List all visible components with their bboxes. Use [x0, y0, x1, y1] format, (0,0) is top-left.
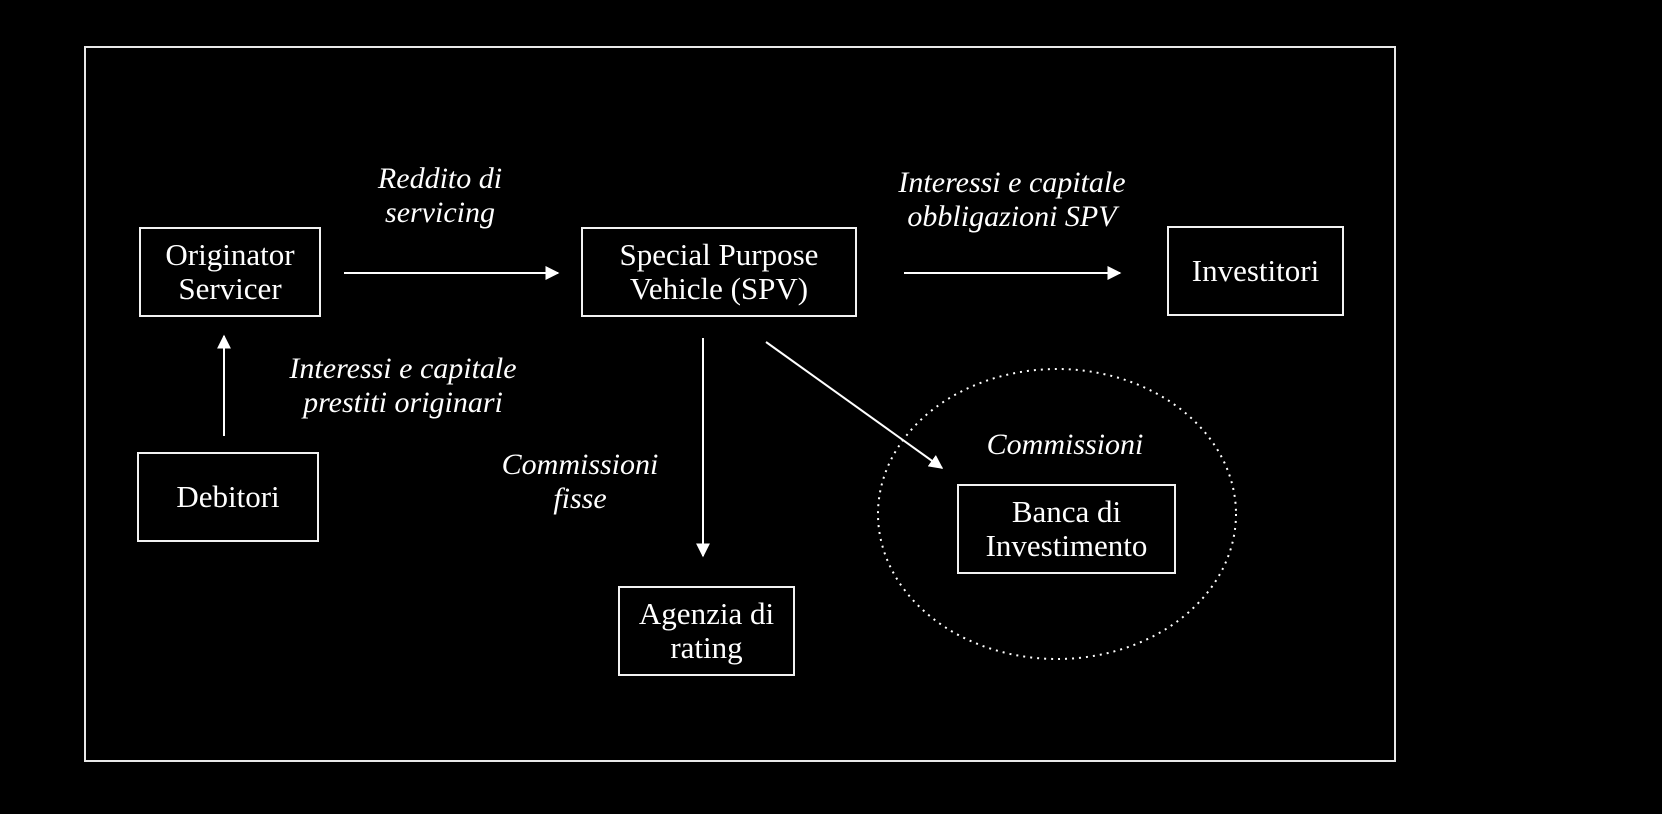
banca-dotted-circle: [877, 368, 1237, 660]
agenzia-label-line2: rating: [670, 630, 743, 665]
label-commissioni-fisse: Commissioni fisse: [480, 448, 680, 516]
banca-label-line1: Banca di: [1011, 494, 1122, 529]
obbligazioni-line1: Interessi e capitale: [898, 166, 1126, 199]
banca-label-line2: Investimento: [985, 528, 1148, 563]
obbligazioni-line2: obbligazioni SPV: [907, 200, 1117, 233]
arrow-spv-to-banca: [765, 341, 944, 469]
diagram-frame: [84, 46, 1396, 762]
servicer-label: Servicer: [178, 271, 282, 306]
label-interessi-prestiti: Interessi e capitale prestiti originari: [258, 352, 548, 420]
debitori-label: Debitori: [176, 479, 280, 514]
label-reddito-servicing: Reddito di servicing: [350, 162, 530, 230]
label-commissioni-banca: Commissioni: [965, 428, 1165, 462]
investitori-box: Investitori: [1167, 226, 1344, 316]
agenzia-label-line1: Agenzia di: [638, 596, 775, 631]
commissioni-banca-line1: Commissioni: [986, 428, 1144, 461]
commissioni-fisse-line2: fisse: [553, 482, 607, 515]
originator-label: Originator: [165, 237, 295, 272]
banca-investimento-box: Banca di Investimento: [957, 484, 1176, 574]
investitori-label: Investitori: [1191, 253, 1320, 288]
reddito-line2: servicing: [385, 196, 495, 229]
commissioni-fisse-line1: Commissioni: [501, 448, 659, 481]
debitori-box: Debitori: [137, 452, 319, 542]
spv-label-line2: Vehicle (SPV): [629, 271, 809, 306]
agenzia-rating-box: Agenzia di rating: [618, 586, 795, 676]
prestiti-line1: Interessi e capitale: [289, 352, 517, 385]
spv-box: Special Purpose Vehicle (SPV): [581, 227, 857, 317]
prestiti-line2: prestiti originari: [303, 386, 503, 419]
reddito-line1: Reddito di: [377, 162, 503, 195]
label-interessi-obbligazioni: Interessi e capitale obbligazioni SPV: [862, 166, 1162, 234]
originator-servicer-box: Originator Servicer: [139, 227, 321, 317]
spv-label-line1: Special Purpose: [619, 237, 819, 272]
